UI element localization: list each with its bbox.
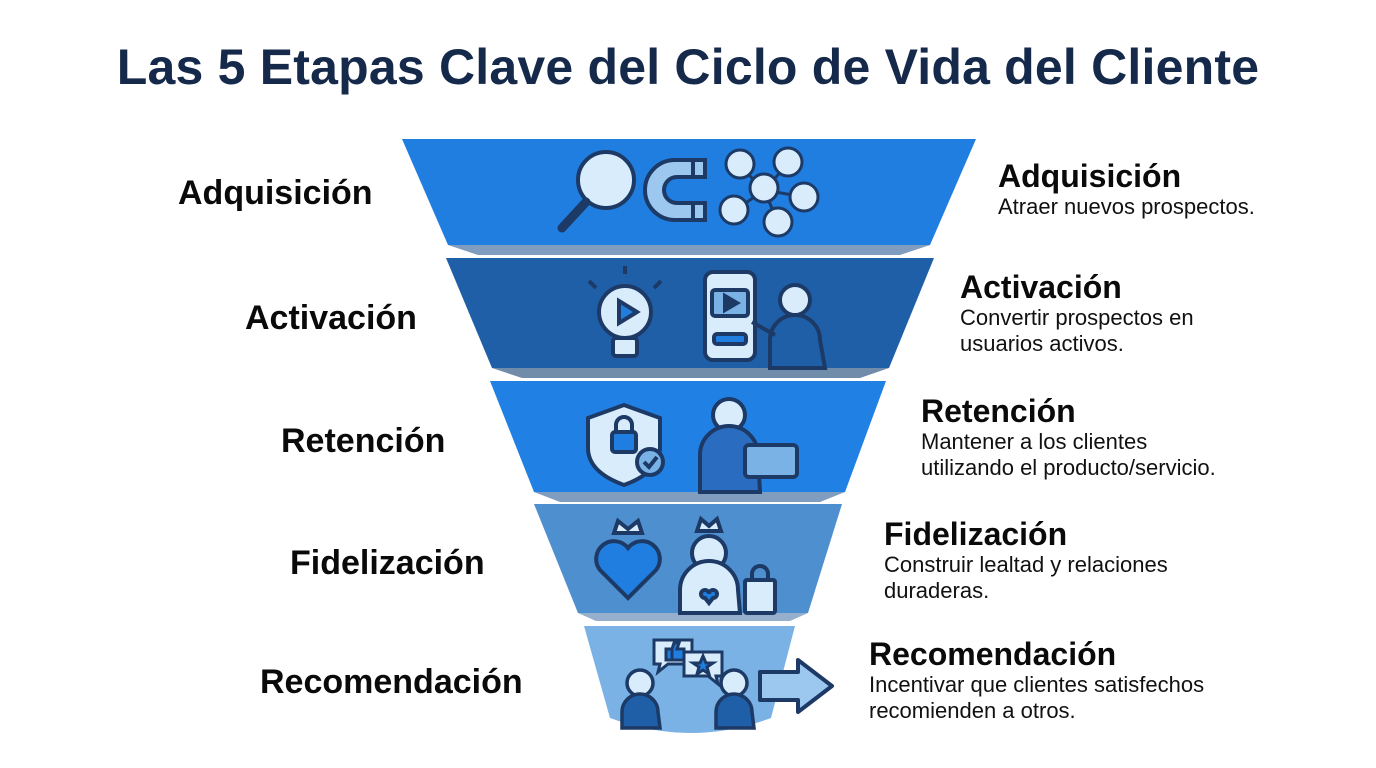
- stage-title: Retención: [921, 393, 1076, 429]
- stage-desc-line: Construir lealtad y relaciones: [884, 552, 1168, 577]
- funnel-band-2: [446, 258, 934, 368]
- stage-desc-line: Convertir prospectos en: [960, 305, 1194, 330]
- left-label-activacion: Activación: [245, 299, 417, 337]
- stage-desc-line: utilizando el producto/servicio.: [921, 455, 1216, 480]
- left-label-adquisicion: Adquisición: [178, 174, 373, 212]
- smartphone-video-icon: [703, 270, 757, 362]
- magnifier-icon: [557, 150, 636, 233]
- left-label-recomendacion: Recomendación: [260, 663, 523, 701]
- funnel-band-1-shadow: [448, 245, 930, 255]
- arrow-right-icon: [758, 658, 834, 714]
- stage-title: Fidelización: [884, 516, 1068, 552]
- stage-desc-line: Atraer nuevos prospectos.: [998, 194, 1255, 219]
- stage-title: Recomendación: [869, 636, 1117, 672]
- stage-desc-line: recomienden a otros.: [869, 698, 1076, 723]
- funnel-stage-retencion: [490, 381, 886, 502]
- two-people-talking-icon: [620, 668, 756, 730]
- stage-title: Adquisición: [998, 158, 1182, 194]
- funnel-stage-adquisicion: [402, 139, 976, 255]
- left-label-fidelizacion: Fidelización: [290, 544, 485, 582]
- stage-description-activacion: Activación Convertir prospectos en usuar…: [960, 269, 1194, 357]
- page-title: Las 5 Etapas Clave del Ciclo de Vida del…: [116, 39, 1260, 95]
- stage-desc-line: usuarios activos.: [960, 331, 1124, 356]
- shield-lock-icon: [586, 402, 665, 488]
- stage-description-fidelizacion: Fidelización Construir lealtad y relacio…: [884, 516, 1168, 604]
- user-pointing-icon: [751, 283, 828, 370]
- stage-desc-line: Mantener a los clientes: [921, 429, 1148, 454]
- person-tablet-icon: [698, 397, 799, 494]
- people-network-icon: [718, 146, 820, 238]
- funnel-stage-recomendacion: [584, 626, 834, 733]
- funnel-band-3: [490, 381, 886, 492]
- funnel-band-3-shadow: [534, 492, 845, 502]
- funnel-band-1: [402, 139, 976, 245]
- crowned-woman-icon: [678, 515, 743, 615]
- funnel-stage-activacion: [446, 258, 934, 378]
- funnel-stage-fidelizacion: [534, 504, 842, 621]
- lightbulb-play-icon: [587, 266, 663, 358]
- funnel-band-2-shadow: [492, 368, 889, 378]
- star-bubble-icon: [682, 650, 724, 688]
- stage-desc-line: duraderas.: [884, 578, 990, 603]
- left-label-retencion: Retención: [281, 422, 446, 460]
- stage-title: Activación: [960, 269, 1122, 305]
- crowned-heart-icon: [594, 517, 662, 601]
- shopping-bag-icon: [743, 564, 777, 615]
- stage-desc-line: Incentivar que clientes satisfechos: [869, 672, 1205, 697]
- stage-description-recomendacion: Recomendación Incentivar que clientes sa…: [869, 636, 1204, 724]
- magnet-icon: [643, 158, 707, 222]
- stage-description-adquisicion: Adquisición Atraer nuevos prospectos.: [998, 158, 1255, 220]
- stage-description-retencion: Retención Mantener a los clientes utiliz…: [921, 393, 1216, 481]
